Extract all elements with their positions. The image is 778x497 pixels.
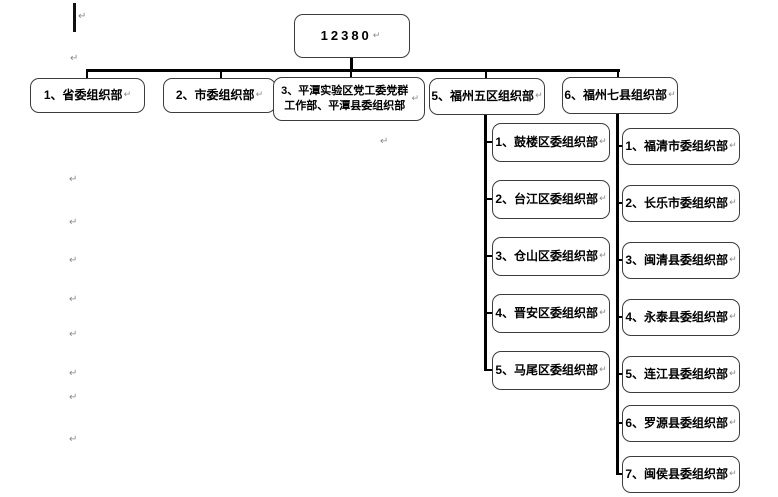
- paragraph-mark: ↵: [668, 90, 676, 101]
- paragraph-mark: ↵: [599, 251, 607, 262]
- connector-elbow: [484, 369, 492, 371]
- paragraph-mark: ↵: [255, 90, 264, 101]
- org-node-label: 1、省委组织部: [43, 88, 123, 103]
- connector-elbow: [616, 316, 623, 318]
- org-node-county[interactable]: 6、罗源县委组织部↵: [622, 405, 740, 442]
- org-node-district[interactable]: 2、台江区委组织部↵: [492, 180, 610, 219]
- org-node-district[interactable]: 3、仓山区委组织部↵: [492, 237, 610, 276]
- org-node-pingtan[interactable]: 3、平潭实验区党工委党群工作部、平潭县委组织部↵: [273, 77, 425, 121]
- org-node-county[interactable]: 7、闽侯县委组织部↵: [622, 456, 740, 493]
- org-node-label: 2、台江区委组织部: [495, 192, 599, 207]
- paragraph-mark: ↵: [69, 434, 78, 445]
- org-node-label: 3、闽清县委组织部: [625, 253, 729, 268]
- org-node-label: 2、市委组织部: [175, 88, 255, 103]
- paragraph-mark: ↵: [69, 392, 78, 403]
- paragraph-mark: ↵: [599, 194, 607, 205]
- paragraph-mark: ↵: [599, 308, 607, 319]
- paragraph-mark: ↵: [729, 469, 737, 480]
- paragraph-mark: ↵: [69, 174, 78, 185]
- paragraph-mark: ↵: [69, 368, 78, 379]
- paragraph-mark: ↵: [69, 255, 78, 266]
- connector-elbow: [484, 141, 492, 143]
- connector-elbow: [616, 373, 623, 375]
- connector-counties-vertical: [616, 114, 619, 475]
- org-node-district[interactable]: 1、鼓楼区委组织部↵: [492, 123, 610, 162]
- org-node-label: 1、鼓楼区委组织部: [495, 135, 599, 150]
- paragraph-mark: ↵: [729, 312, 737, 323]
- paragraph-mark: ↵: [729, 369, 737, 380]
- org-node-label: 5、马尾区委组织部: [495, 363, 599, 378]
- paragraph-mark: ↵: [535, 91, 543, 102]
- org-node-label: 4、永泰县委组织部: [625, 310, 729, 325]
- org-node-county[interactable]: 4、永泰县委组织部↵: [622, 299, 740, 336]
- paragraph-mark: ↵: [729, 141, 737, 152]
- paragraph-mark: ↵: [70, 53, 79, 64]
- org-node-fuzhou-districts[interactable]: 5、福州五区组织部↵: [429, 78, 545, 115]
- org-node-label: 7、闽侯县委组织部: [625, 467, 729, 482]
- paragraph-mark: ↵: [372, 30, 384, 41]
- connector-districts-vertical: [484, 115, 487, 371]
- org-node-municipal[interactable]: 2、市委组织部↵: [163, 78, 276, 113]
- org-node-label: 5、福州五区组织部: [431, 89, 535, 104]
- paragraph-mark: ↵: [78, 11, 87, 22]
- org-node-label: 2、长乐市委组织部: [625, 196, 729, 211]
- paragraph-mark: ↵: [729, 198, 737, 209]
- org-node-county[interactable]: 5、连江县委组织部↵: [622, 356, 740, 393]
- paragraph-mark: ↵: [380, 136, 389, 147]
- connector-elbow: [484, 198, 492, 200]
- org-node-fuzhou-counties[interactable]: 6、福州七县组织部↵: [562, 77, 678, 114]
- connector-elbow: [616, 145, 623, 147]
- org-node-county[interactable]: 1、福清市委组织部↵: [622, 128, 740, 165]
- paragraph-mark: ↵: [599, 365, 607, 376]
- text-cursor-line: [73, 3, 76, 32]
- connector-root-stub: [350, 58, 353, 70]
- connector-elbow: [616, 473, 623, 475]
- org-node-district[interactable]: 5、马尾区委组织部↵: [492, 351, 610, 390]
- org-node-provincial[interactable]: 1、省委组织部↵: [30, 78, 145, 113]
- org-node-label: 6、福州七县组织部: [564, 88, 668, 103]
- connector-main-horizontal: [86, 69, 620, 72]
- connector-elbow: [616, 259, 623, 261]
- paragraph-mark: ↵: [69, 217, 78, 228]
- paragraph-mark: ↵: [69, 294, 78, 305]
- connector-elbow: [616, 202, 623, 204]
- paragraph-mark: ↵: [599, 137, 607, 148]
- connector-stub: [350, 72, 352, 77]
- org-node-root[interactable]: 12380↵: [294, 14, 410, 58]
- paragraph-mark: ↵: [411, 93, 419, 104]
- org-node-county[interactable]: 2、长乐市委组织部↵: [622, 185, 740, 222]
- org-node-county[interactable]: 3、闽清县委组织部↵: [622, 242, 740, 279]
- connector-stub: [617, 72, 619, 77]
- paragraph-mark: ↵: [69, 329, 78, 340]
- org-node-label: 1、福清市委组织部: [625, 139, 729, 154]
- connector-stub: [220, 72, 222, 78]
- connector-elbow: [616, 422, 623, 424]
- connector-stub: [485, 72, 487, 78]
- org-node-label: 3、平潭实验区党工委党群工作部、平潭县委组织部: [281, 85, 409, 112]
- paragraph-mark: ↵: [729, 255, 737, 266]
- org-node-label: 6、罗源县委组织部: [625, 416, 729, 431]
- org-node-label: 3、仓山区委组织部: [495, 249, 599, 264]
- connector-stub: [86, 72, 88, 78]
- org-node-label: 4、晋安区委组织部: [495, 306, 599, 321]
- paragraph-mark: ↵: [123, 90, 132, 101]
- connector-elbow: [484, 312, 492, 314]
- org-node-district[interactable]: 4、晋安区委组织部↵: [492, 294, 610, 333]
- paragraph-mark: ↵: [729, 418, 737, 429]
- org-node-label: 12380: [320, 28, 372, 44]
- org-node-label: 5、连江县委组织部: [625, 367, 729, 382]
- connector-elbow: [484, 255, 492, 257]
